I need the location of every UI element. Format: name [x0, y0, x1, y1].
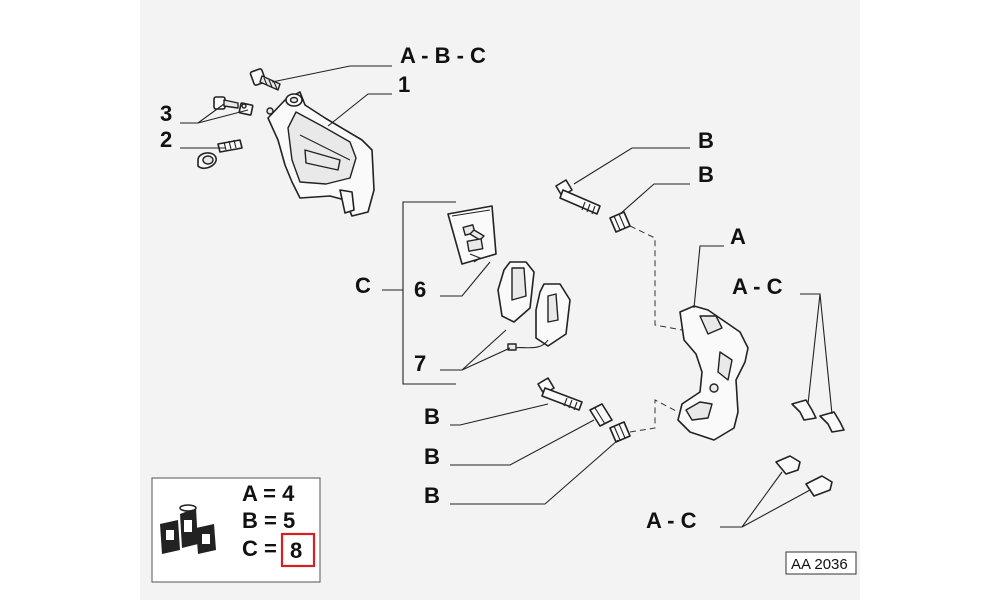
callout-b-pin-bottom: B	[424, 404, 440, 429]
callout-b-bush-top: B	[698, 162, 714, 187]
callout-ac-clips-bottom: A - C	[646, 508, 697, 533]
callout-b-bush-bottom: B	[424, 483, 440, 508]
caliper-bolt-top	[249, 68, 281, 91]
callout-2: 2	[160, 127, 172, 152]
bleed-screw	[213, 96, 274, 116]
legend-c-highlight	[280, 532, 316, 568]
alignment-line-top	[629, 225, 683, 331]
callout-c-group: C	[355, 273, 371, 298]
anti-rattle-clips-top	[791, 399, 845, 433]
reference-tag: AA 2036	[785, 551, 857, 575]
alignment-line-bottom	[629, 399, 679, 433]
guide-bush-mid	[589, 403, 613, 427]
callout-a-bracket: A	[730, 224, 746, 249]
legend-c-value: 8	[290, 538, 302, 563]
callout-b-pin-top: B	[698, 128, 714, 153]
callout-1: 1	[398, 72, 410, 97]
anti-rattle-clips-bottom	[775, 455, 833, 497]
caliper-body	[267, 91, 375, 217]
callout-7: 7	[414, 351, 426, 376]
legend-b: B = 5	[242, 508, 295, 533]
callout-ac-clips-top: A - C	[732, 274, 783, 299]
guide-pin-bottom	[537, 377, 583, 411]
guide-bush-top	[609, 211, 631, 233]
leader-lines	[180, 65, 833, 528]
callout-abc-top: A - B - C	[400, 43, 486, 68]
legend-a: A = 4	[242, 481, 295, 506]
parts-kit-boxes-icon	[160, 504, 216, 554]
guide-pin-top	[555, 179, 601, 215]
kit-legend: A = 4 B = 5 C = 8	[151, 477, 321, 583]
reference-code: AA 2036	[791, 556, 848, 573]
guide-bush-bottom	[609, 421, 631, 443]
caliper-bracket	[677, 305, 749, 441]
legend-c-prefix: C =	[242, 536, 277, 561]
callout-6: 6	[414, 277, 426, 302]
bleed-cap-bolt	[197, 139, 243, 170]
callout-3: 3	[160, 101, 172, 126]
callout-b-bush-mid: B	[424, 444, 440, 469]
pad-kit-group	[402, 201, 571, 385]
